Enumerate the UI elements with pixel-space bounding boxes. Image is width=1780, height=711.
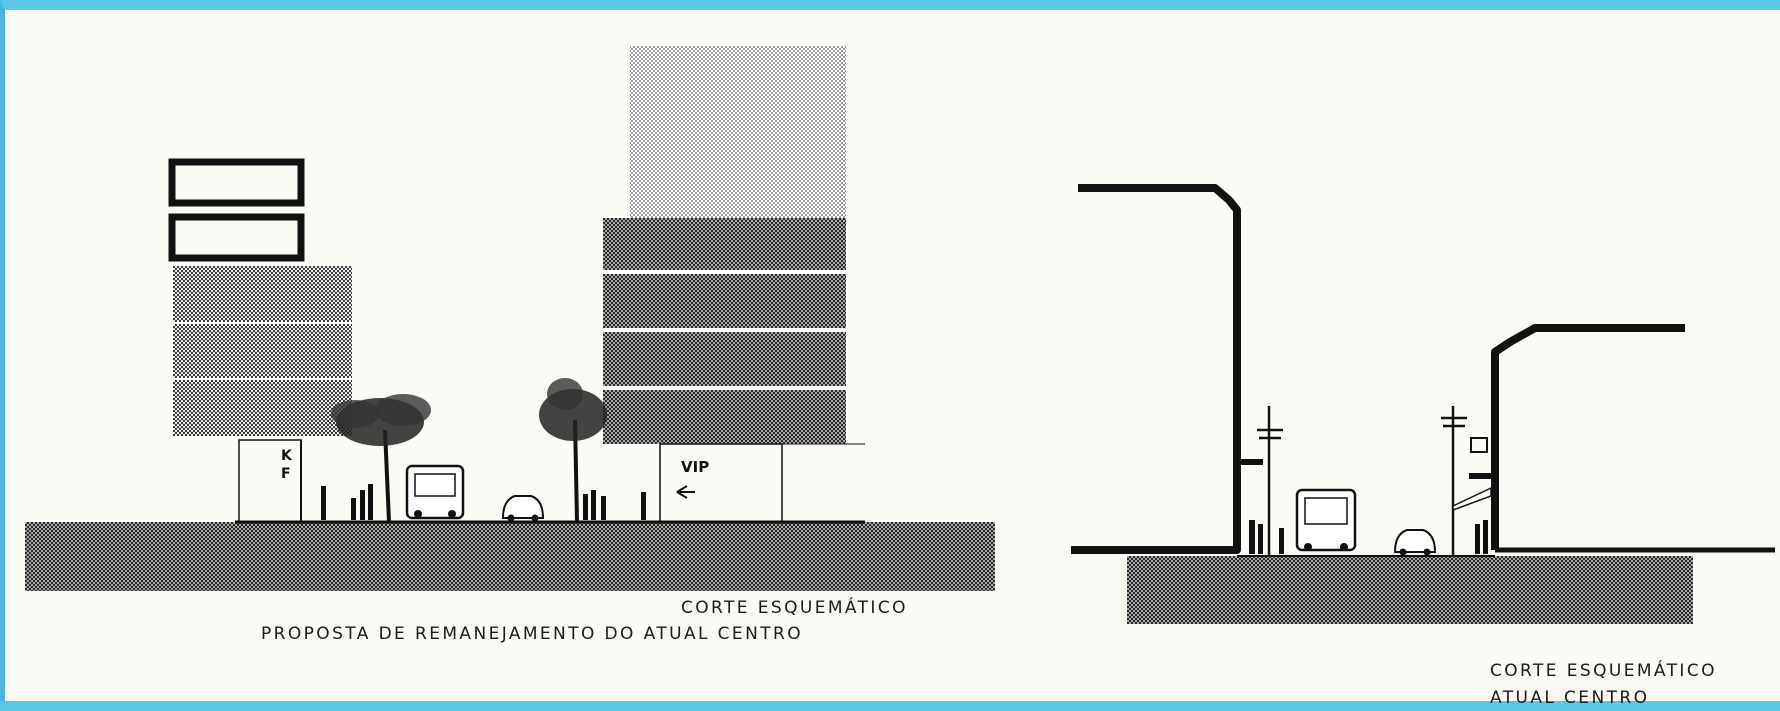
ground-slab-right (1127, 556, 1693, 624)
utility-pole-right (1441, 406, 1467, 556)
tree-right (539, 378, 607, 523)
tower-ground-floor (659, 443, 783, 523)
car-right (1393, 529, 1437, 556)
current-section (1071, 184, 1775, 624)
bus-left (405, 464, 465, 520)
upper-floor-outline-bottom (168, 213, 305, 262)
bus-right (1295, 488, 1357, 552)
ground-slab-left (25, 522, 995, 591)
utility-pole-left (1257, 406, 1283, 556)
tower-dark-floors (603, 218, 846, 444)
svg-text:KF: KF (281, 448, 293, 482)
shop-sign-right (1470, 437, 1488, 453)
pedestrians-left (321, 484, 646, 520)
left-building-floors (173, 266, 352, 436)
tower-upper-light (630, 46, 846, 218)
awning-right (1452, 486, 1492, 512)
upper-floor-outline-top (168, 158, 305, 207)
left-caption-title: CORTE ESQUEMÁTICO (681, 598, 908, 618)
vip-sign: VIP (676, 458, 709, 499)
tree-left (331, 394, 431, 523)
svg-text:VIP: VIP (681, 458, 709, 476)
right-caption-title: CORTE ESQUEMÁTICO (1490, 661, 1717, 681)
right-building-outline (1491, 324, 1685, 550)
right-caption-subtitle: ATUAL CENTRO (1490, 688, 1650, 708)
car-left (501, 495, 545, 522)
left-building-outline (1071, 184, 1241, 554)
left-caption-subtitle: PROPOSTA DE REMANEJAMENTO DO ATUAL CENTR… (261, 624, 803, 644)
pedestrians-right (1249, 520, 1488, 554)
